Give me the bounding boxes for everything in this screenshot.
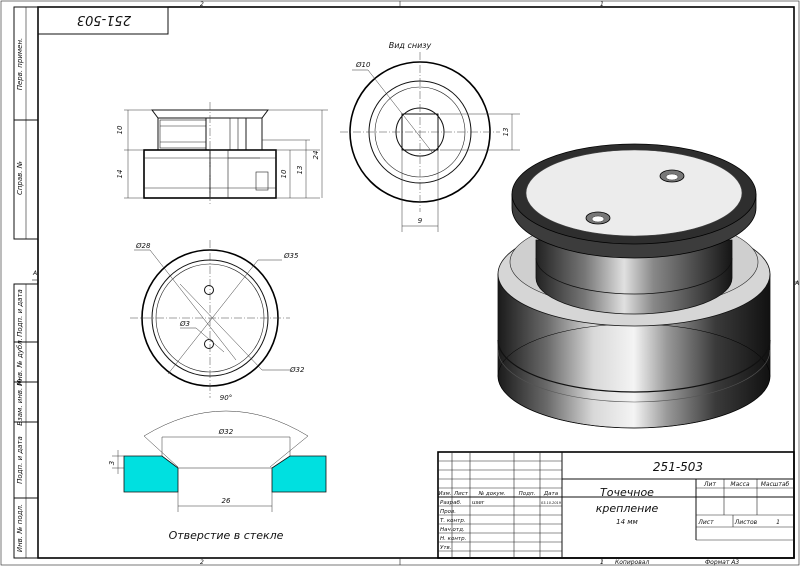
tb-role-approve: Утв. (440, 545, 452, 551)
top-view: Ø28 Ø35 Ø3 Ø32 (130, 240, 305, 398)
tb-sheet: Лист (697, 519, 714, 526)
dim-glass-angle: 90° (220, 394, 232, 402)
stamp-ref-no: Справ. № (16, 161, 24, 195)
tb-role-dev: Разраб. (440, 500, 462, 506)
tb-role-head: Нач.отд. (440, 527, 465, 533)
side-stamp-column: Перв. примен. Справ. № Подп. и дата Инв.… (13, 6, 39, 559)
dim-side-r3: 24 (312, 151, 320, 160)
dim-bottom-13: 13 (502, 128, 510, 137)
stamp-orig-inv: Инв. № подл. (16, 504, 24, 552)
stamp-dup-inv: Инв. № дубл. (16, 338, 24, 386)
side-section-view: 10 14 10 13 24 (116, 102, 328, 205)
dim-top-d32: Ø32 (289, 366, 305, 374)
tb-role-check: Пров. (440, 509, 456, 515)
tb-copied: Копировал (615, 559, 649, 566)
tb-scale: Масштаб (761, 481, 790, 488)
tb-format: Формат А3 (705, 559, 739, 566)
mirror-code: 251-503 (77, 12, 131, 27)
tb-sheets-count: 1 (776, 519, 780, 526)
bottom-view: Вид снизу Ø10 13 9 (340, 41, 520, 232)
dim-side-r1: 10 (280, 169, 288, 178)
tb-role-tcontr: Т. контр. (440, 518, 466, 524)
glass-hole-label: Отверстие в стекле (169, 529, 284, 542)
tb-bottom-num: 1 (600, 559, 604, 566)
zone-top-left: 2 (200, 1, 204, 8)
zone-bottom-left: 2 (200, 559, 204, 566)
dim-bottom-9: 9 (418, 217, 423, 225)
dim-bottom-d10: Ø10 (355, 61, 371, 69)
stamp-sign-date-2: Подп. и дата (16, 436, 24, 484)
dim-top-d3: Ø3 (179, 320, 190, 328)
isometric-render (497, 143, 771, 429)
dim-top-d28: Ø28 (135, 242, 151, 250)
glass-right (271, 455, 327, 493)
tb-mass: Масса (730, 481, 749, 488)
tb-developer: user (472, 500, 485, 506)
dim-glass-3: 3 (108, 461, 116, 465)
dim-side-left: 14 (116, 170, 124, 179)
stamp-repl-inv: Взам. инв. № (16, 378, 24, 426)
zone-bottom-right: 1 (600, 559, 604, 566)
tb-h-sign: Подп. (519, 491, 536, 497)
tb-h-list: Лист (453, 491, 469, 497)
dim-glass-d32: Ø32 (218, 428, 234, 436)
tb-h-izm: Изм. (439, 491, 452, 497)
bottom-view-label: Вид снизу (389, 41, 432, 50)
tb-name-2: крепление (596, 502, 659, 515)
glass-hole-section: 90° Ø32 26 3 Отверстие в стекле (108, 394, 327, 542)
tb-name-1: Точечное (600, 486, 654, 499)
stamp-sign-date-1: Подп. и дата (16, 289, 24, 337)
dim-top-d35: Ø35 (283, 252, 299, 260)
inner-border (37, 6, 795, 559)
glass-left (123, 455, 179, 493)
tb-date: 03.10.2019 (541, 501, 562, 505)
tb-name-3: 14 мм (616, 518, 638, 526)
dim-side-top: 10 (116, 125, 124, 134)
zone-top-right: 1 (600, 1, 604, 8)
title-block: 251-503 Точечное крепление 14 мм Лит Мас… (437, 451, 795, 566)
zone-side-left: A (32, 270, 37, 277)
tb-sheets: Листов (734, 519, 758, 526)
tb-h-doc: № докум. (477, 491, 505, 497)
tb-code: 251-503 (653, 460, 703, 474)
stamp-first-use: Перв. примен. (16, 38, 24, 91)
tb-h-date: Дата (543, 491, 559, 497)
dim-side-r2: 13 (296, 166, 304, 175)
dim-glass-26: 26 (222, 497, 231, 505)
tb-role-ncontr: Н. контр. (440, 536, 467, 542)
tb-lit: Лит (703, 481, 716, 488)
zone-side-right: A (794, 280, 799, 287)
